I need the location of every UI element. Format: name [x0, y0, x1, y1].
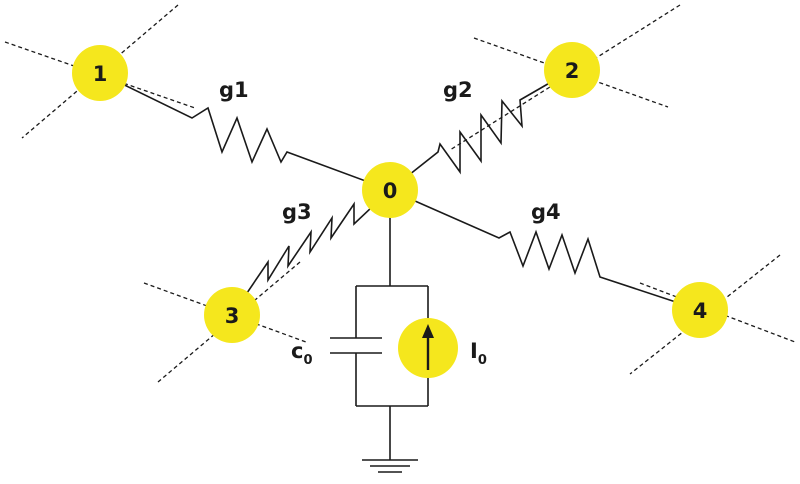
- node-4: 4: [672, 282, 728, 338]
- label-g3: g3: [282, 200, 312, 224]
- label-i0-sub: 0: [478, 353, 487, 368]
- node-3-label: 3: [225, 304, 240, 328]
- node-1: 1: [72, 45, 128, 101]
- label-c0-main: c: [291, 339, 303, 363]
- ground-icon: [362, 459, 418, 473]
- resistor-g3: [231, 189, 391, 316]
- label-g1: g1: [219, 78, 249, 102]
- node-4-label: 4: [693, 299, 708, 323]
- resistor-g4: [389, 189, 701, 311]
- node-2-label: 2: [565, 59, 580, 83]
- node-0-label: 0: [383, 179, 398, 203]
- node-1-label: 1: [93, 62, 108, 86]
- node-3: 3: [204, 287, 260, 343]
- node-2: 2: [544, 42, 600, 98]
- resistor-g1: [99, 72, 391, 191]
- capacitor-c0: [330, 337, 382, 354]
- label-c0: c0: [291, 339, 313, 368]
- current-source-i0: [398, 318, 458, 378]
- parallel-block: [355, 190, 429, 460]
- arrow-up-icon: [422, 324, 434, 370]
- label-i0-main: I: [470, 339, 478, 363]
- label-g4: g4: [531, 200, 561, 224]
- label-c0-sub: 0: [303, 353, 312, 368]
- label-i0: I0: [470, 339, 487, 368]
- label-g2: g2: [443, 78, 473, 102]
- resistor-g2: [389, 69, 573, 191]
- node-0: 0: [362, 162, 418, 218]
